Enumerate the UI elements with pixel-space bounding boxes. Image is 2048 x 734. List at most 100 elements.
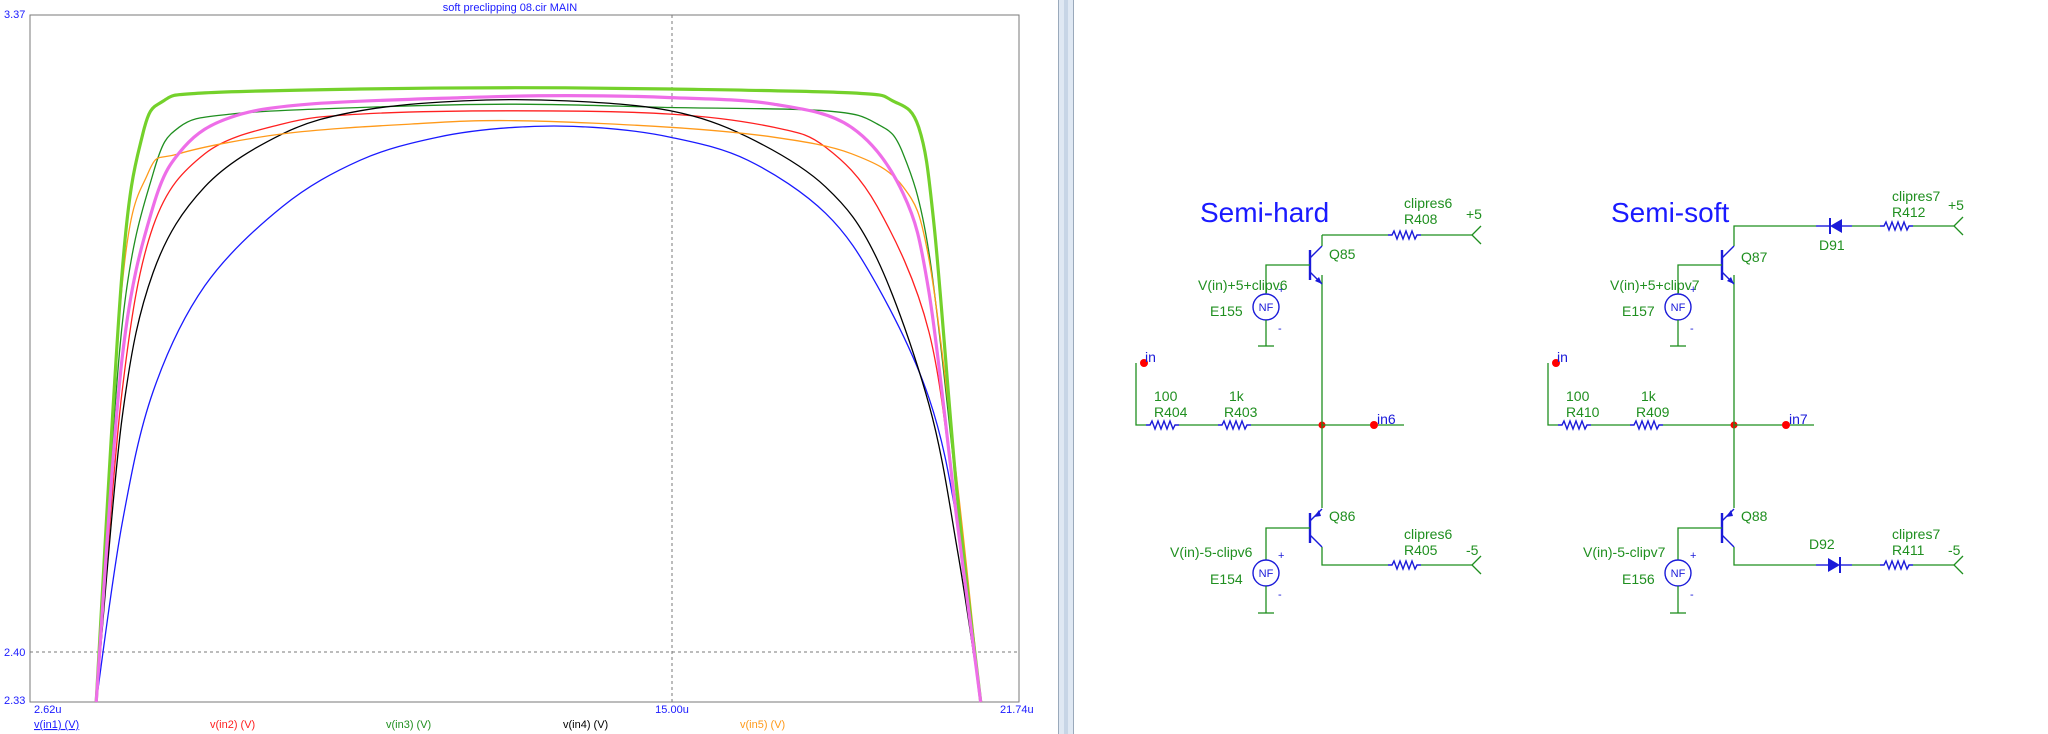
plus5-left: +5 bbox=[1466, 206, 1482, 222]
legend-v-in5[interactable]: v(in5) (V) bbox=[740, 719, 785, 731]
plot-title: soft preclipping 08.cir MAIN bbox=[443, 2, 578, 14]
node-in7[interactable] bbox=[1782, 421, 1790, 429]
e156-expr: V(in)-5-clipv7 bbox=[1583, 544, 1666, 560]
waveform-plot[interactable]: soft preclipping 08.cir MAIN 3.37 2.40 2… bbox=[0, 0, 1058, 734]
wire-q86-r405 bbox=[1321, 547, 1388, 566]
r404-value: 100 bbox=[1154, 388, 1178, 404]
series-line-6[interactable] bbox=[94, 86, 983, 703]
r409-value: 1k bbox=[1641, 388, 1657, 404]
x-mid-label: 15.00u bbox=[655, 704, 689, 716]
e157-minus: - bbox=[1690, 323, 1694, 335]
e157-name: E157 bbox=[1622, 303, 1655, 319]
wire-e156-base bbox=[1677, 527, 1722, 560]
r404-name: R404 bbox=[1154, 404, 1188, 420]
r409-name: R409 bbox=[1636, 404, 1670, 420]
transistor-q87[interactable] bbox=[1720, 245, 1735, 285]
resistor-r405[interactable] bbox=[1387, 560, 1422, 570]
label-in-right: in bbox=[1557, 349, 1568, 365]
q87-name: Q87 bbox=[1741, 249, 1768, 265]
e156-name: E156 bbox=[1622, 571, 1655, 587]
y-top-label: 3.37 bbox=[4, 9, 25, 21]
e154-name: E154 bbox=[1210, 571, 1243, 587]
wire-e157-base bbox=[1677, 264, 1722, 294]
wire-q88-d92 bbox=[1733, 547, 1816, 566]
series-line-7[interactable] bbox=[94, 94, 983, 703]
e155-nf: NF bbox=[1259, 302, 1274, 314]
transistor-q86[interactable] bbox=[1308, 508, 1323, 548]
series-line-5[interactable] bbox=[95, 119, 982, 703]
resistor-r412[interactable] bbox=[1879, 221, 1914, 231]
d92-name: D92 bbox=[1809, 536, 1835, 552]
resistor-r403[interactable] bbox=[1217, 420, 1252, 430]
circuit-semi-soft: Semi-soft in 100 R410 1k R409 in7 bbox=[1547, 188, 1964, 614]
r408-value: clipres6 bbox=[1404, 195, 1452, 211]
resistor-r409[interactable] bbox=[1629, 420, 1664, 430]
legend-v-in1[interactable]: v(in1) (V) bbox=[34, 719, 79, 731]
plot-area[interactable] bbox=[29, 14, 1020, 703]
resistor-r404[interactable] bbox=[1145, 420, 1180, 430]
e155-expr: V(in)+5+clipv6 bbox=[1198, 277, 1288, 293]
rail-minus5-left[interactable] bbox=[1471, 555, 1482, 575]
series-group bbox=[94, 86, 983, 703]
q88-name: Q88 bbox=[1741, 508, 1768, 524]
e154-nf: NF bbox=[1259, 568, 1274, 580]
x-left-label: 2.62u bbox=[34, 704, 62, 716]
e156-minus: - bbox=[1690, 589, 1694, 601]
e157-nf: NF bbox=[1671, 302, 1686, 314]
e154-plus: + bbox=[1278, 550, 1284, 562]
r403-value: 1k bbox=[1229, 388, 1245, 404]
resistor-r408[interactable] bbox=[1387, 230, 1422, 240]
node-in-left[interactable] bbox=[1140, 359, 1148, 367]
e155-name: E155 bbox=[1210, 303, 1243, 319]
r408-name: R408 bbox=[1404, 211, 1438, 227]
e156-nf: NF bbox=[1671, 568, 1686, 580]
plus5-right: +5 bbox=[1948, 197, 1964, 213]
e157-expr: V(in)+5+clipv7 bbox=[1610, 277, 1700, 293]
minus5-right: -5 bbox=[1948, 542, 1961, 558]
minus5-left: -5 bbox=[1466, 542, 1479, 558]
r412-value: clipres7 bbox=[1892, 188, 1940, 204]
e156-plus: + bbox=[1690, 550, 1696, 562]
r410-value: 100 bbox=[1566, 388, 1590, 404]
transistor-q88[interactable] bbox=[1720, 508, 1735, 548]
resistor-r411[interactable] bbox=[1879, 560, 1914, 570]
wire-e154-base bbox=[1265, 527, 1310, 560]
wire-in-right bbox=[1547, 363, 1558, 426]
legend-v-in4[interactable]: v(in4) (V) bbox=[563, 719, 608, 731]
e157-plus: + bbox=[1690, 284, 1696, 296]
title-semi-hard: Semi-hard bbox=[1200, 197, 1329, 228]
rail-plus5-right[interactable] bbox=[1953, 216, 1964, 236]
label-in7: in7 bbox=[1789, 411, 1808, 427]
wire-q87-d91 bbox=[1733, 225, 1816, 246]
resistor-r410[interactable] bbox=[1557, 420, 1592, 430]
e154-minus: - bbox=[1278, 589, 1282, 601]
legend-v-in3[interactable]: v(in3) (V) bbox=[386, 719, 431, 731]
e155-minus: - bbox=[1278, 323, 1282, 335]
label-in-left: in bbox=[1145, 349, 1156, 365]
label-in6: in6 bbox=[1377, 411, 1396, 427]
title-semi-soft: Semi-soft bbox=[1611, 197, 1729, 228]
y-bottom-label: 2.33 bbox=[4, 695, 25, 707]
transistor-q85[interactable] bbox=[1308, 245, 1323, 285]
series-line-1[interactable] bbox=[95, 125, 982, 703]
r405-name: R405 bbox=[1404, 542, 1438, 558]
q86-name: Q86 bbox=[1329, 508, 1356, 524]
r403-name: R403 bbox=[1224, 404, 1258, 420]
schematic-panel[interactable]: Semi-hard in 100 R404 1k R403 in6 bbox=[1074, 0, 2048, 734]
node-in-right[interactable] bbox=[1552, 359, 1560, 367]
splitter-grip bbox=[1064, 0, 1068, 734]
rail-plus5-left[interactable] bbox=[1471, 225, 1482, 245]
legend-v-in2[interactable]: v(in2) (V) bbox=[210, 719, 255, 731]
node-in6[interactable] bbox=[1370, 421, 1378, 429]
diode-d92[interactable] bbox=[1816, 557, 1852, 573]
series-line-4[interactable] bbox=[95, 98, 982, 703]
series-line-2[interactable] bbox=[95, 110, 982, 703]
wire-in-left bbox=[1135, 363, 1146, 426]
panel-splitter[interactable] bbox=[1058, 0, 1074, 734]
diode-d91[interactable] bbox=[1816, 218, 1852, 234]
schematic-canvas[interactable]: Semi-hard in 100 R404 1k R403 in6 bbox=[1074, 0, 2048, 734]
plot-panel[interactable]: soft preclipping 08.cir MAIN 3.37 2.40 2… bbox=[0, 0, 1058, 734]
rail-minus5-right[interactable] bbox=[1953, 555, 1964, 575]
circuit-semi-hard: Semi-hard in 100 R404 1k R403 in6 bbox=[1135, 195, 1482, 614]
x-right-label: 21.74u bbox=[1000, 704, 1034, 716]
